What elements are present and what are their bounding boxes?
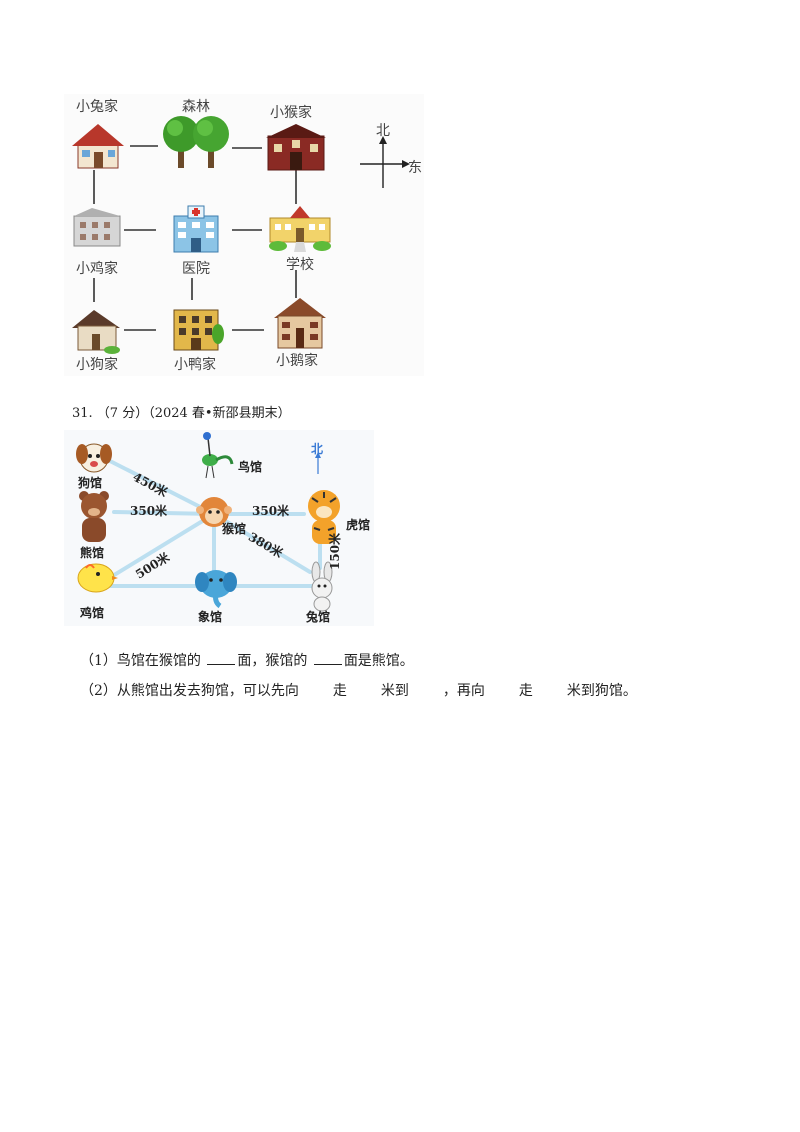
duck-home-icon xyxy=(173,309,224,351)
label-hospital: 医院 xyxy=(182,261,210,277)
chicken-icon xyxy=(77,563,118,593)
tiger-icon xyxy=(308,490,340,544)
path-dog-monkey xyxy=(106,458,216,516)
q2-text-1: （2）从熊馆出发去狗馆，可以先向 xyxy=(80,683,299,699)
dog-home-icon xyxy=(72,310,120,354)
monkey-home-icon xyxy=(266,124,326,171)
answer-blank-1[interactable] xyxy=(207,652,236,665)
rabbit-icon xyxy=(311,561,333,612)
neighborhood-map: 小兔家 森林 小猴家 小鸡家 医院 学校 小狗家 小鸭家 小鹅家 北 东 xyxy=(64,94,424,376)
bear-icon xyxy=(79,491,109,542)
label-tiger-hall: 虎馆 xyxy=(346,518,371,532)
compass-north-label: 北 xyxy=(376,123,390,139)
label-bird-hall: 鸟馆 xyxy=(238,460,263,474)
distance-monkey-tiger: 350米 xyxy=(252,504,290,518)
chicken-home-icon xyxy=(73,208,121,247)
label-forest: 森林 xyxy=(182,99,210,115)
map-connections xyxy=(72,116,410,354)
q1-text-1: （1）鸟馆在猴馆的 xyxy=(80,653,206,669)
q2-text-6: 米到狗馆。 xyxy=(566,683,637,699)
question-2: （2）从熊馆出发去狗馆，可以先向 走 米到 ，再向 走 米到狗馆。 xyxy=(80,680,637,700)
path-monkey-rabbit xyxy=(212,512,312,574)
distance-tiger-rabbit: 150米 xyxy=(328,532,342,570)
school-icon xyxy=(269,206,331,252)
label-rabbit-home: 小兔家 xyxy=(76,99,118,115)
dog-icon xyxy=(76,443,112,473)
label-monkey-hall: 猴馆 xyxy=(222,522,247,536)
zoo-paths xyxy=(76,432,340,612)
label-bear-hall: 熊馆 xyxy=(80,546,105,560)
north-arrow-icon xyxy=(315,452,321,474)
question-header: 31. （7 分）（2024 春•新邵县期末） xyxy=(72,406,291,421)
label-elephant-hall: 象馆 xyxy=(198,610,223,624)
q1-text-3: 面是熊馆。 xyxy=(343,653,414,669)
label-school: 学校 xyxy=(286,257,314,273)
path-chicken-monkey xyxy=(104,512,216,582)
forest-icon xyxy=(163,116,229,168)
goose-home-icon xyxy=(274,298,326,349)
bird-icon xyxy=(202,432,234,479)
q2-text-3: 米到 xyxy=(380,683,409,699)
rabbit-home-icon xyxy=(72,124,124,169)
q2-text-5: 走 xyxy=(518,683,533,699)
label-chicken-home: 小鸡家 xyxy=(76,261,118,277)
label-dog-home: 小狗家 xyxy=(76,357,118,373)
q2-text-2: 走 xyxy=(332,683,347,699)
question-1: （1）鸟馆在猴馆的 面，猴馆的 面是熊馆。 xyxy=(80,650,414,670)
distance-bear-monkey: 350米 xyxy=(130,504,168,518)
q2-text-4: ，再向 xyxy=(442,683,485,699)
compass-east-label: 东 xyxy=(408,160,422,176)
label-dog-hall: 狗馆 xyxy=(78,476,103,490)
q1-text-2: 面，猴馆的 xyxy=(237,653,312,669)
elephant-icon xyxy=(195,570,237,609)
label-chicken-hall: 鸡馆 xyxy=(80,606,105,620)
path-bear-monkey xyxy=(112,510,216,516)
label-duck-home: 小鸭家 xyxy=(174,357,216,373)
label-rabbit-hall: 兔馆 xyxy=(306,610,331,624)
label-goose-home: 小鹅家 xyxy=(276,353,318,369)
label-monkey-home: 小猴家 xyxy=(270,105,312,121)
label-north: 北 xyxy=(311,442,324,456)
monkey-icon xyxy=(196,497,232,527)
hospital-icon xyxy=(173,205,219,253)
compass-icon xyxy=(360,136,410,188)
answer-blank-2[interactable] xyxy=(313,652,342,665)
zoo-map: 鸟馆 狗馆 熊馆 猴馆 虎馆 鸡馆 象馆 兔馆 北 450米 350米 500米… xyxy=(64,430,374,626)
